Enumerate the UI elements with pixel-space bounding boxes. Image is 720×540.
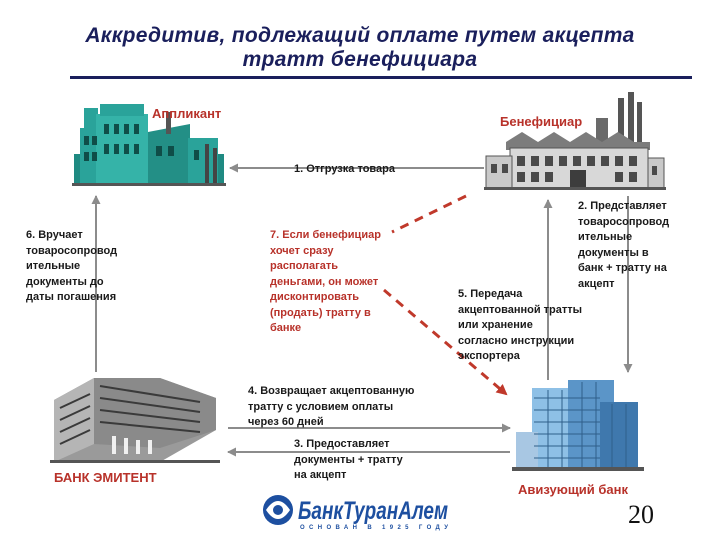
skyscraper-icon [512, 380, 644, 471]
office-building-icon [50, 378, 220, 463]
bank-logo-tagline: ОСНОВАН В 1925 ГОДУ [300, 525, 448, 531]
step-2-present-documents: 2. Представляет товаросопровод ительные … [578, 200, 670, 290]
step-3-documents-and-draft: 3. Предоставляет документы + тратту на а… [294, 438, 403, 481]
arrow-discount-draft-dashed [391, 194, 467, 234]
title-line-2: тратт бенефициара [242, 48, 478, 71]
step-6-deliver-documents: 6. Вручает товаросопровод ительные докум… [26, 229, 118, 303]
beneficiary-label: Бенефициар [500, 114, 583, 129]
issuing-bank-label: БАНК ЭМИТЕНТ [54, 470, 157, 485]
advising-bank-label: Авизующий банк [518, 482, 629, 497]
step-1-shipment: 1. Отгрузка товара [294, 163, 395, 175]
factory-icon [72, 104, 226, 186]
bank-logo-name: БанкТуранАлем [298, 497, 448, 525]
step-7-discount-draft: 7. Если бенефициар хочет сразу располага… [270, 229, 381, 334]
step-5-transfer-draft: 5. Передача акцептованной тратты или хра… [458, 288, 583, 362]
applicant-label: Аппликант [152, 106, 222, 121]
arrow-discount-to-bank-dashed [383, 288, 508, 396]
industrial-plant-icon [484, 92, 666, 190]
title-line-1: Аккредитив, подлежащий оплате путем акце… [85, 24, 635, 47]
bank-logo-emblem-icon [263, 495, 293, 525]
step-4-return-accepted-draft: 4. Возвращает акцептованную тратту с усл… [248, 385, 415, 428]
page-number: 20 [628, 500, 654, 529]
title-underline [70, 76, 692, 79]
